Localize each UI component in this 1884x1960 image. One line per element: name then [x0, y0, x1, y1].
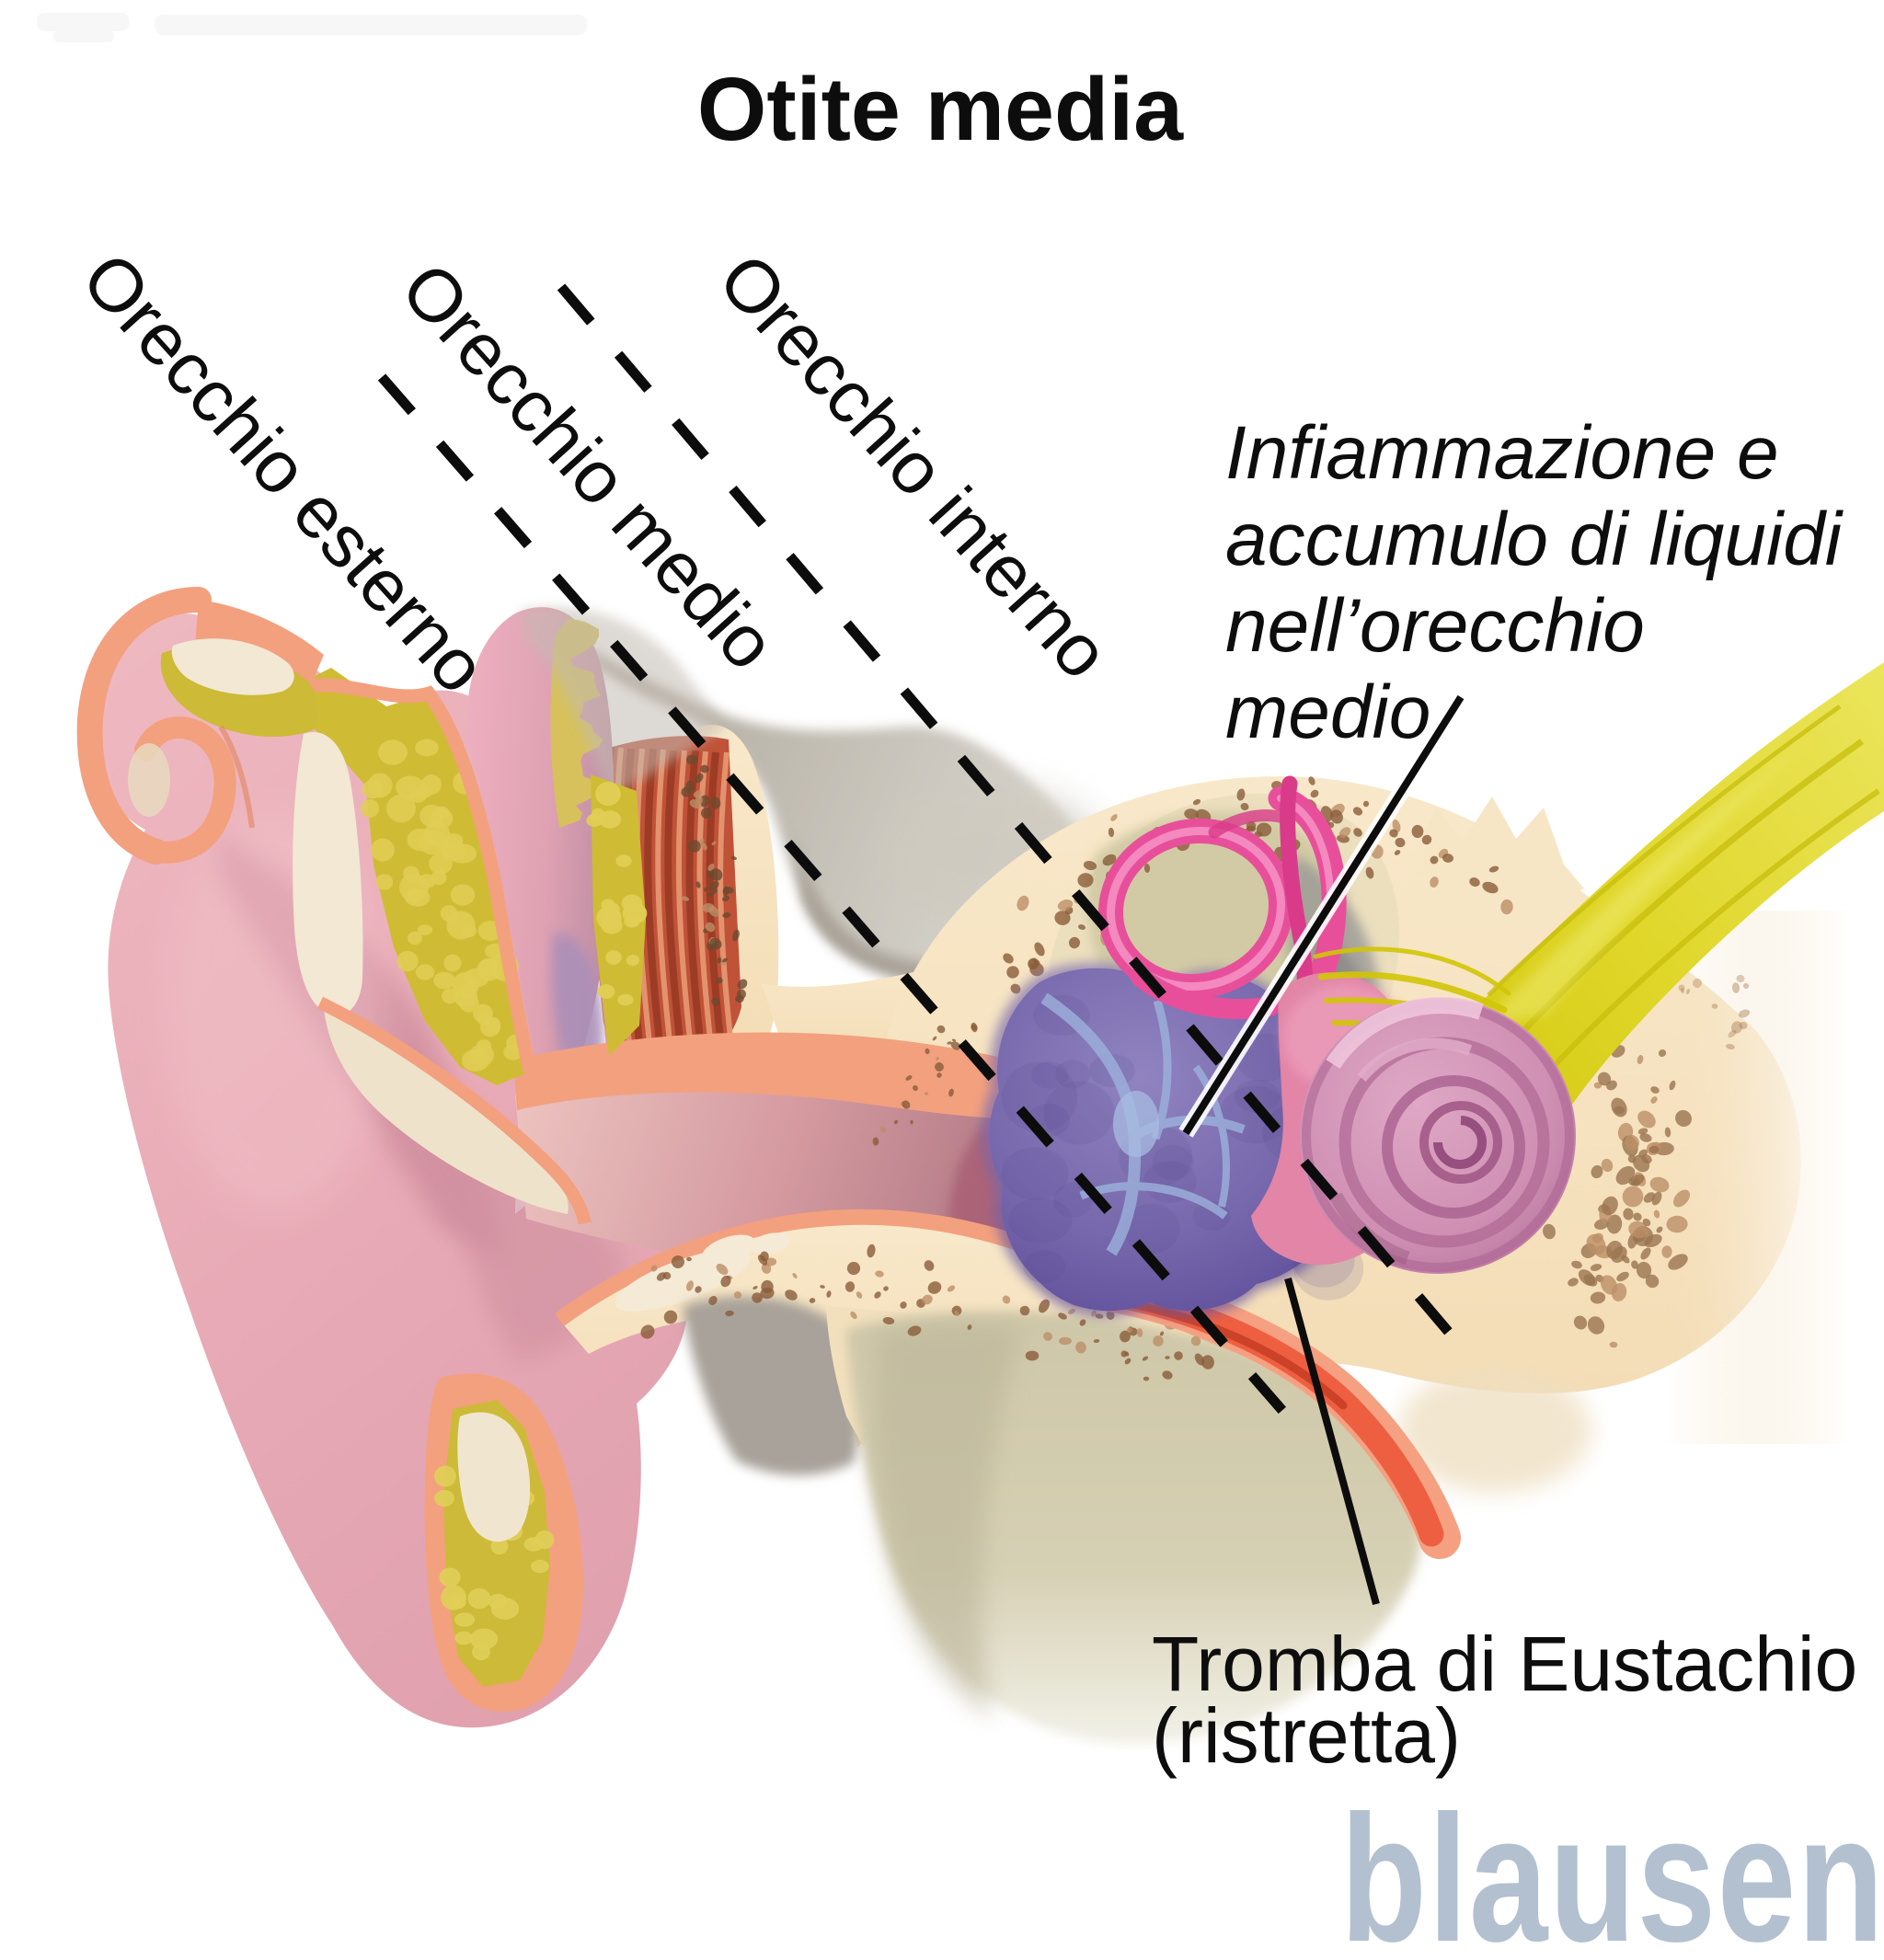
- svg-text:(ristretta): (ristretta): [1152, 1692, 1461, 1779]
- svg-text:nell’orecchio: nell’orecchio: [1225, 584, 1645, 668]
- svg-text:accumulo di liquidi: accumulo di liquidi: [1225, 498, 1844, 581]
- svg-text:blausen: blausen: [1340, 1778, 1884, 1960]
- svg-text:Tromba di Eustachio: Tromba di Eustachio: [1152, 1621, 1857, 1707]
- svg-text:Infiammazione e: Infiammazione e: [1225, 411, 1779, 495]
- svg-text:Otite media: Otite media: [697, 59, 1184, 159]
- svg-text:medio: medio: [1225, 671, 1430, 754]
